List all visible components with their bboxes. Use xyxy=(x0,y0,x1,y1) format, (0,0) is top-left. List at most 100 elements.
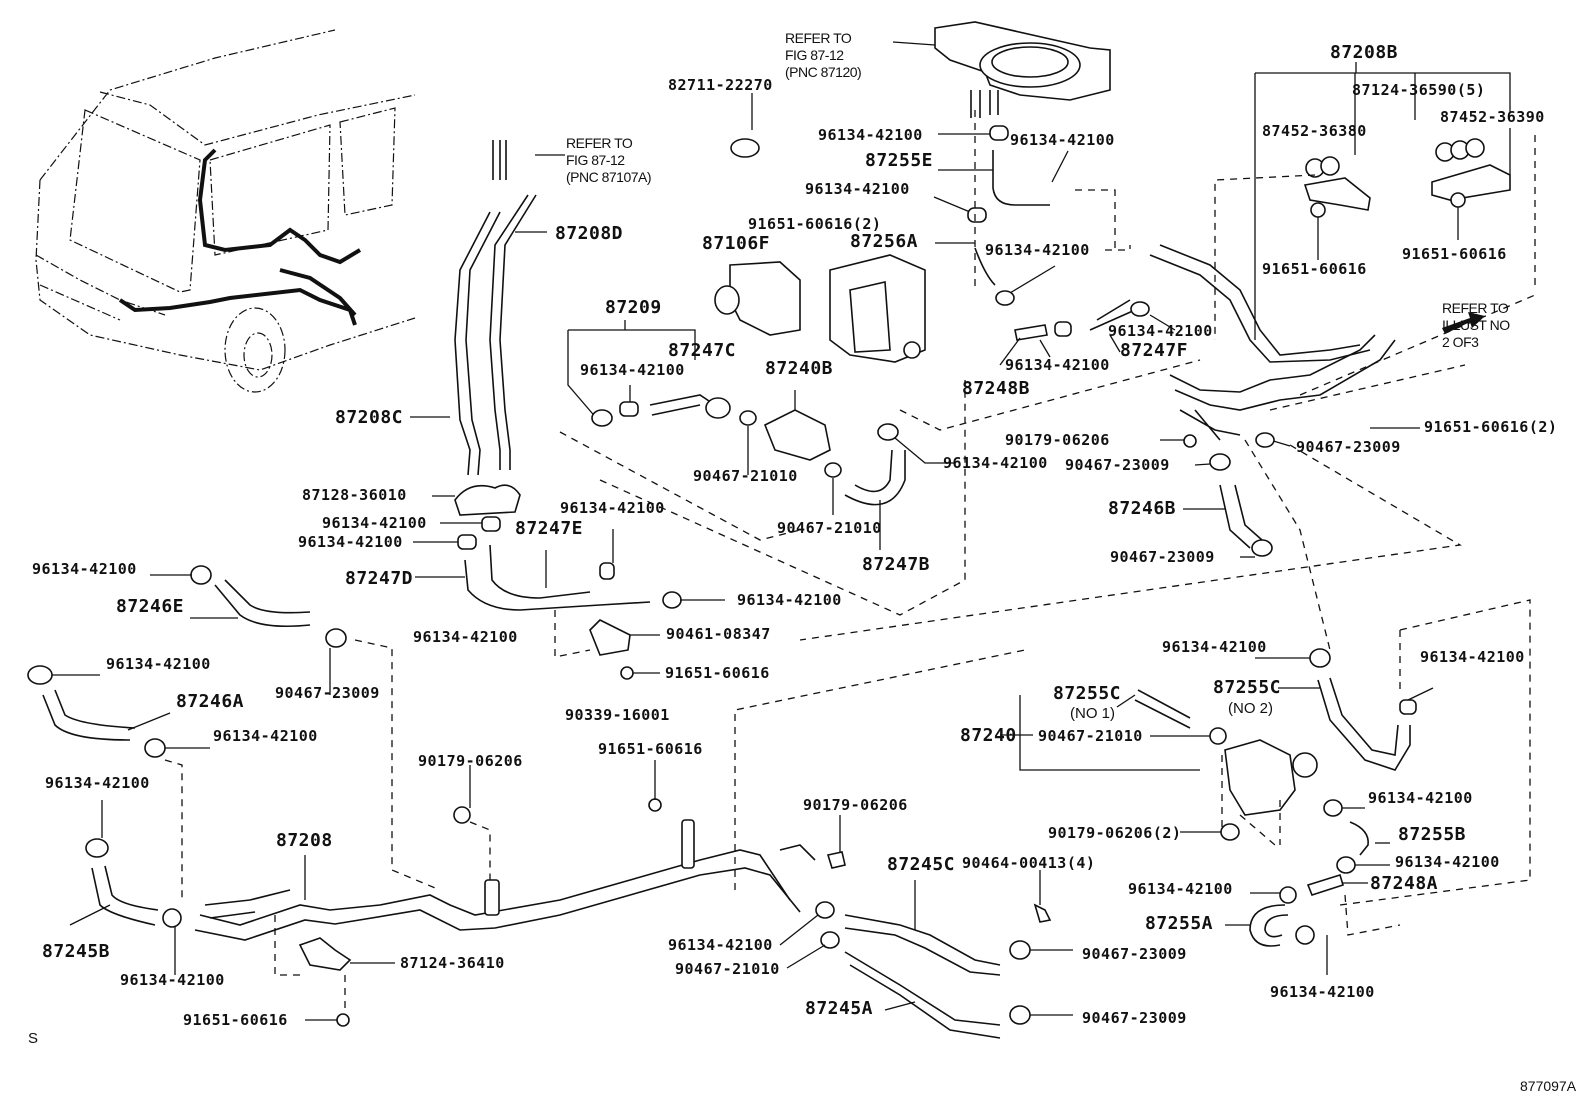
part-label-87452-36380[interactable]: 87452-36380 xyxy=(1262,122,1367,140)
part-label-87208[interactable]: 87208 xyxy=(276,830,333,851)
part-label-96134-42100[interactable]: 96134-42100 xyxy=(737,591,842,609)
part-label-87124-36410[interactable]: 87124-36410 xyxy=(400,954,505,972)
refer-note-pnc-87120: REFER TO FIG 87-12 (PNC 87120) xyxy=(785,30,862,80)
heater-pipe-routing xyxy=(118,148,362,326)
part-label-87245a[interactable]: 87245A xyxy=(805,998,874,1019)
part-label-96134-42100[interactable]: 96134-42100 xyxy=(1010,131,1115,149)
part-label-90467-23009[interactable]: 90467-23009 xyxy=(1082,1009,1187,1027)
part-label-96134-42100[interactable]: 96134-42100 xyxy=(985,241,1090,259)
part-label-90467-21010[interactable]: 90467-21010 xyxy=(777,519,882,537)
part-label-87255a[interactable]: 87255A xyxy=(1145,913,1214,934)
part-label-90467-21010[interactable]: 90467-21010 xyxy=(1038,727,1143,745)
bracket-assemblies xyxy=(1214,62,1536,340)
corner-mark: S xyxy=(28,1030,39,1047)
part-label-96134-42100[interactable]: 96134-42100 xyxy=(1368,789,1473,807)
part-label-96134-42100[interactable]: 96134-42100 xyxy=(1420,648,1525,666)
part-label-90179-06206[interactable]: 90179-06206 xyxy=(418,752,523,770)
part-label-87209[interactable]: 87209 xyxy=(605,297,662,318)
part-label-90464-00413-4[interactable]: 90464-00413(4) xyxy=(962,854,1096,872)
part-label-91651-60616-2[interactable]: 91651-60616(2) xyxy=(748,215,882,233)
part-label-87255c-no1[interactable]: 87255C xyxy=(1053,683,1122,704)
part-label-91651-60616[interactable]: 91651-60616 xyxy=(665,664,770,682)
part-label-96134-42100[interactable]: 96134-42100 xyxy=(106,655,211,673)
part-label-96134-42100[interactable]: 96134-42100 xyxy=(668,936,773,954)
part-label-87247f[interactable]: 87247F xyxy=(1120,340,1189,361)
part-label-96134-42100[interactable]: 96134-42100 xyxy=(413,628,518,646)
note-no-2: (NO 2) xyxy=(1228,700,1273,717)
vehicle-outline xyxy=(35,29,416,393)
part-label-82711-22270[interactable]: 82711-22270 xyxy=(668,76,773,94)
part-label-96134-42100[interactable]: 96134-42100 xyxy=(120,971,225,989)
part-label-87106f[interactable]: 87106F xyxy=(702,233,771,254)
part-label-87208b[interactable]: 87208B xyxy=(1330,42,1399,63)
part-label-90467-21010[interactable]: 90467-21010 xyxy=(693,467,798,485)
part-label-87246a[interactable]: 87246A xyxy=(176,691,245,712)
part-label-90179-06206[interactable]: 90179-06206 xyxy=(1005,431,1110,449)
part-label-90467-23009[interactable]: 90467-23009 xyxy=(1082,945,1187,963)
rear-heater-unit xyxy=(934,21,1111,118)
part-label-87245b[interactable]: 87245B xyxy=(42,941,111,962)
part-label-91651-60616-2[interactable]: 91651-60616(2) xyxy=(1424,418,1558,436)
part-label-96134-42100[interactable]: 96134-42100 xyxy=(580,361,685,379)
part-label-90467-21010[interactable]: 90467-21010 xyxy=(675,960,780,978)
right-lower-assemblies xyxy=(1000,599,1531,975)
hoses-left-upper xyxy=(410,140,725,680)
hoses-bottom xyxy=(779,870,1073,1039)
part-label-96134-42100[interactable]: 96134-42100 xyxy=(1395,853,1500,871)
refer-note-illust-2: REFER TO ILLUST NO 2 OF3 xyxy=(1442,300,1510,350)
part-label-96134-42100[interactable]: 96134-42100 xyxy=(32,560,137,578)
part-label-90179-06206-2[interactable]: 90179-06206(2) xyxy=(1048,824,1182,842)
part-label-96134-42100[interactable]: 96134-42100 xyxy=(1108,322,1213,340)
part-label-87247d[interactable]: 87247D xyxy=(345,568,414,589)
part-label-96134-42100[interactable]: 96134-42100 xyxy=(805,180,910,198)
part-label-87255b[interactable]: 87255B xyxy=(1398,824,1467,845)
part-label-87247e[interactable]: 87247E xyxy=(515,518,584,539)
part-label-90467-23009[interactable]: 90467-23009 xyxy=(1296,438,1401,456)
part-label-90467-23009[interactable]: 90467-23009 xyxy=(1110,548,1215,566)
part-label-87255e[interactable]: 87255E xyxy=(865,150,934,171)
part-label-96134-42100[interactable]: 96134-42100 xyxy=(1270,983,1375,1001)
part-label-87247b[interactable]: 87247B xyxy=(862,554,931,575)
part-label-96134-42100[interactable]: 96134-42100 xyxy=(213,727,318,745)
part-label-87128-36010[interactable]: 87128-36010 xyxy=(302,486,407,504)
part-label-87240[interactable]: 87240 xyxy=(960,725,1017,746)
part-label-90467-23009[interactable]: 90467-23009 xyxy=(275,684,380,702)
part-label-87246e[interactable]: 87246E xyxy=(116,596,185,617)
part-label-91651-60616[interactable]: 91651-60616 xyxy=(1262,260,1367,278)
part-label-90339-16001[interactable]: 90339-16001 xyxy=(565,706,670,724)
part-label-87452-36390[interactable]: 87452-36390 xyxy=(1440,108,1545,126)
part-label-87247c[interactable]: 87247C xyxy=(668,340,737,361)
part-label-87208d[interactable]: 87208D xyxy=(555,223,624,244)
part-label-96134-42100[interactable]: 96134-42100 xyxy=(1128,880,1233,898)
part-label-87246b[interactable]: 87246B xyxy=(1108,498,1177,519)
part-label-87240b[interactable]: 87240B xyxy=(765,358,834,379)
part-label-96134-42100[interactable]: 96134-42100 xyxy=(45,774,150,792)
main-pipe-87208 xyxy=(194,649,1026,1027)
part-label-90179-06206[interactable]: 90179-06206 xyxy=(803,796,908,814)
part-label-90467-23009[interactable]: 90467-23009 xyxy=(1065,456,1170,474)
figure-id: 877097A xyxy=(1520,1078,1577,1094)
part-label-87245c[interactable]: 87245C xyxy=(887,854,956,875)
part-label-91651-60616[interactable]: 91651-60616 xyxy=(1402,245,1507,263)
part-label-96134-42100[interactable]: 96134-42100 xyxy=(943,454,1048,472)
part-label-87124-36590-5[interactable]: 87124-36590(5) xyxy=(1352,81,1486,99)
part-label-91651-60616[interactable]: 91651-60616 xyxy=(598,740,703,758)
part-label-90461-08347[interactable]: 90461-08347 xyxy=(666,625,771,643)
part-label-87256a[interactable]: 87256A xyxy=(850,231,919,252)
part-label-96134-42100[interactable]: 96134-42100 xyxy=(298,533,403,551)
part-label-96134-42100[interactable]: 96134-42100 xyxy=(322,514,427,532)
part-label-96134-42100[interactable]: 96134-42100 xyxy=(560,499,665,517)
part-label-96134-42100[interactable]: 96134-42100 xyxy=(1162,638,1267,656)
part-label-87248a[interactable]: 87248A xyxy=(1370,873,1439,894)
part-label-96134-42100[interactable]: 96134-42100 xyxy=(818,126,923,144)
pipe-bundle-right xyxy=(799,244,1536,651)
note-no-1: (NO 1) xyxy=(1070,705,1115,722)
part-label-87255c-no2[interactable]: 87255C xyxy=(1213,677,1282,698)
valve-assemblies xyxy=(559,254,1201,616)
part-label-96134-42100[interactable]: 96134-42100 xyxy=(1005,356,1110,374)
part-label-87208c[interactable]: 87208C xyxy=(335,407,404,428)
leader-ref-87120 xyxy=(892,41,936,46)
part-label-91651-60616[interactable]: 91651-60616 xyxy=(183,1011,288,1029)
part-label-87248b[interactable]: 87248B xyxy=(962,378,1031,399)
